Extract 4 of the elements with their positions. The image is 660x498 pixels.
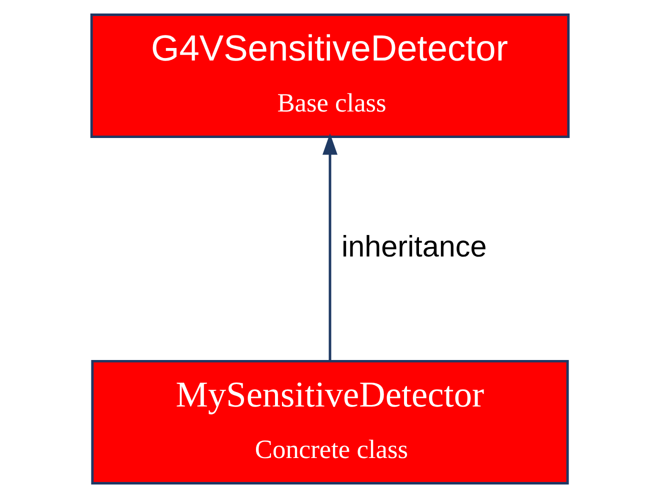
arrow [322, 133, 338, 361]
edge-label: inheritance [342, 230, 487, 264]
node-box: G4VSensitiveDetector Base class [90, 13, 570, 138]
node-box: MySensitiveDetector Concrete class [91, 360, 569, 485]
